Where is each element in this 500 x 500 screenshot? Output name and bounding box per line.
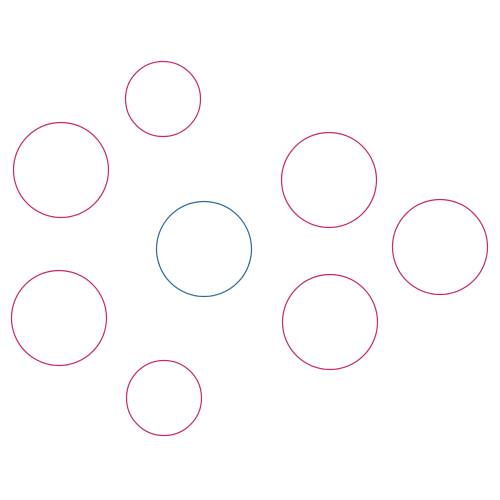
- circle-lower-left: [10, 269, 108, 367]
- circle-upper-left: [12, 121, 110, 219]
- circle-top-small: [124, 60, 202, 138]
- circle-lower-right: [281, 273, 379, 371]
- circle-bottom-small: [125, 359, 203, 437]
- circle-upper-right: [280, 131, 378, 229]
- circle-center: [155, 200, 253, 298]
- circle-far-right: [391, 198, 489, 296]
